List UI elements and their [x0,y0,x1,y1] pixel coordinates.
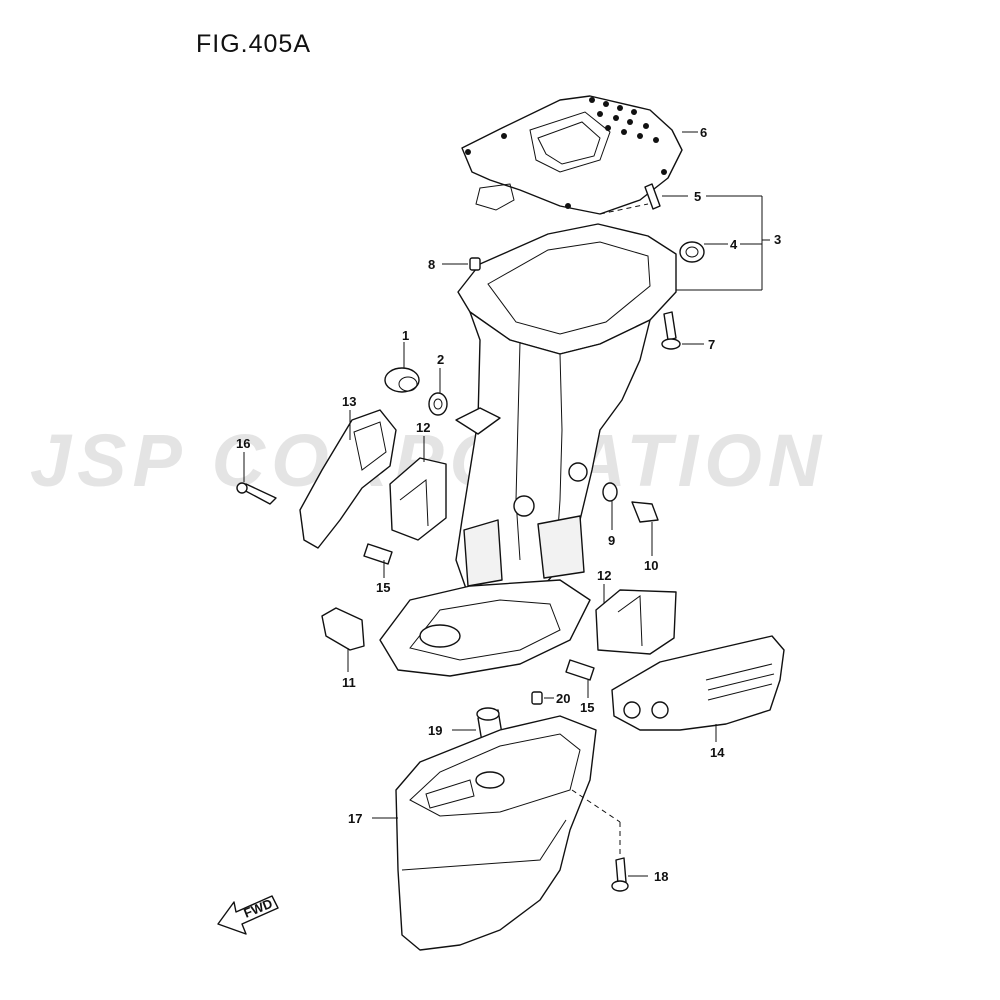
leader-lines [243,131,770,877]
fwd-direction-marker: FWD [217,895,279,935]
collar-part-15-left [363,543,393,565]
callout-20: 20 [556,691,570,706]
callout-14: 14 [710,745,725,760]
bolt-part-18 [611,857,629,892]
callout-13: 13 [342,394,356,409]
callout-17: 17 [348,811,362,826]
callout-8: 8 [428,257,435,272]
callout-labels: 1 2 3 4 5 6 7 8 9 10 11 12 12 13 14 15 1… [236,125,781,884]
callout-4: 4 [730,237,738,252]
callout-1: 1 [402,328,409,343]
mount-rubber-part-12-upper [389,457,447,541]
callout-15-left: 15 [376,580,390,595]
bracket-part-13 [299,409,397,549]
callout-6: 6 [700,125,707,140]
gasket-part-6 [461,95,683,215]
bolt-part-16 [236,482,277,505]
callout-10: 10 [644,558,658,573]
callout-15-right: 15 [580,700,594,715]
washer-part-2 [428,392,448,416]
callout-5: 5 [694,189,701,204]
plug-part-10 [631,501,659,523]
callout-12-lower: 12 [597,568,611,583]
callout-3: 3 [774,232,781,247]
block-part-11 [321,607,365,651]
callout-9: 9 [608,533,615,548]
pin-part-20 [531,691,543,705]
seal-part-9 [602,482,618,502]
figure-title: FIG.405A [196,30,311,58]
callout-16: 16 [236,436,250,451]
bracket-part-14 [611,635,785,731]
pin-part-8 [469,257,481,271]
callout-18: 18 [654,869,668,884]
drive-shaft-housing-part-3 [379,223,677,677]
callout-2: 2 [437,352,444,367]
dowel-part-5 [644,183,661,210]
collar-part-15-right [565,659,595,681]
mount-rubber-part-12-lower [595,589,677,655]
callout-12-upper: 12 [416,420,430,435]
bolt-part-7 [661,311,681,350]
callout-7: 7 [708,337,715,352]
plug-part-4 [679,241,705,263]
callout-19: 19 [428,723,442,738]
lower-housing-part-17 [395,715,597,951]
callout-11: 11 [342,675,356,690]
grommet-part-1 [384,367,420,393]
